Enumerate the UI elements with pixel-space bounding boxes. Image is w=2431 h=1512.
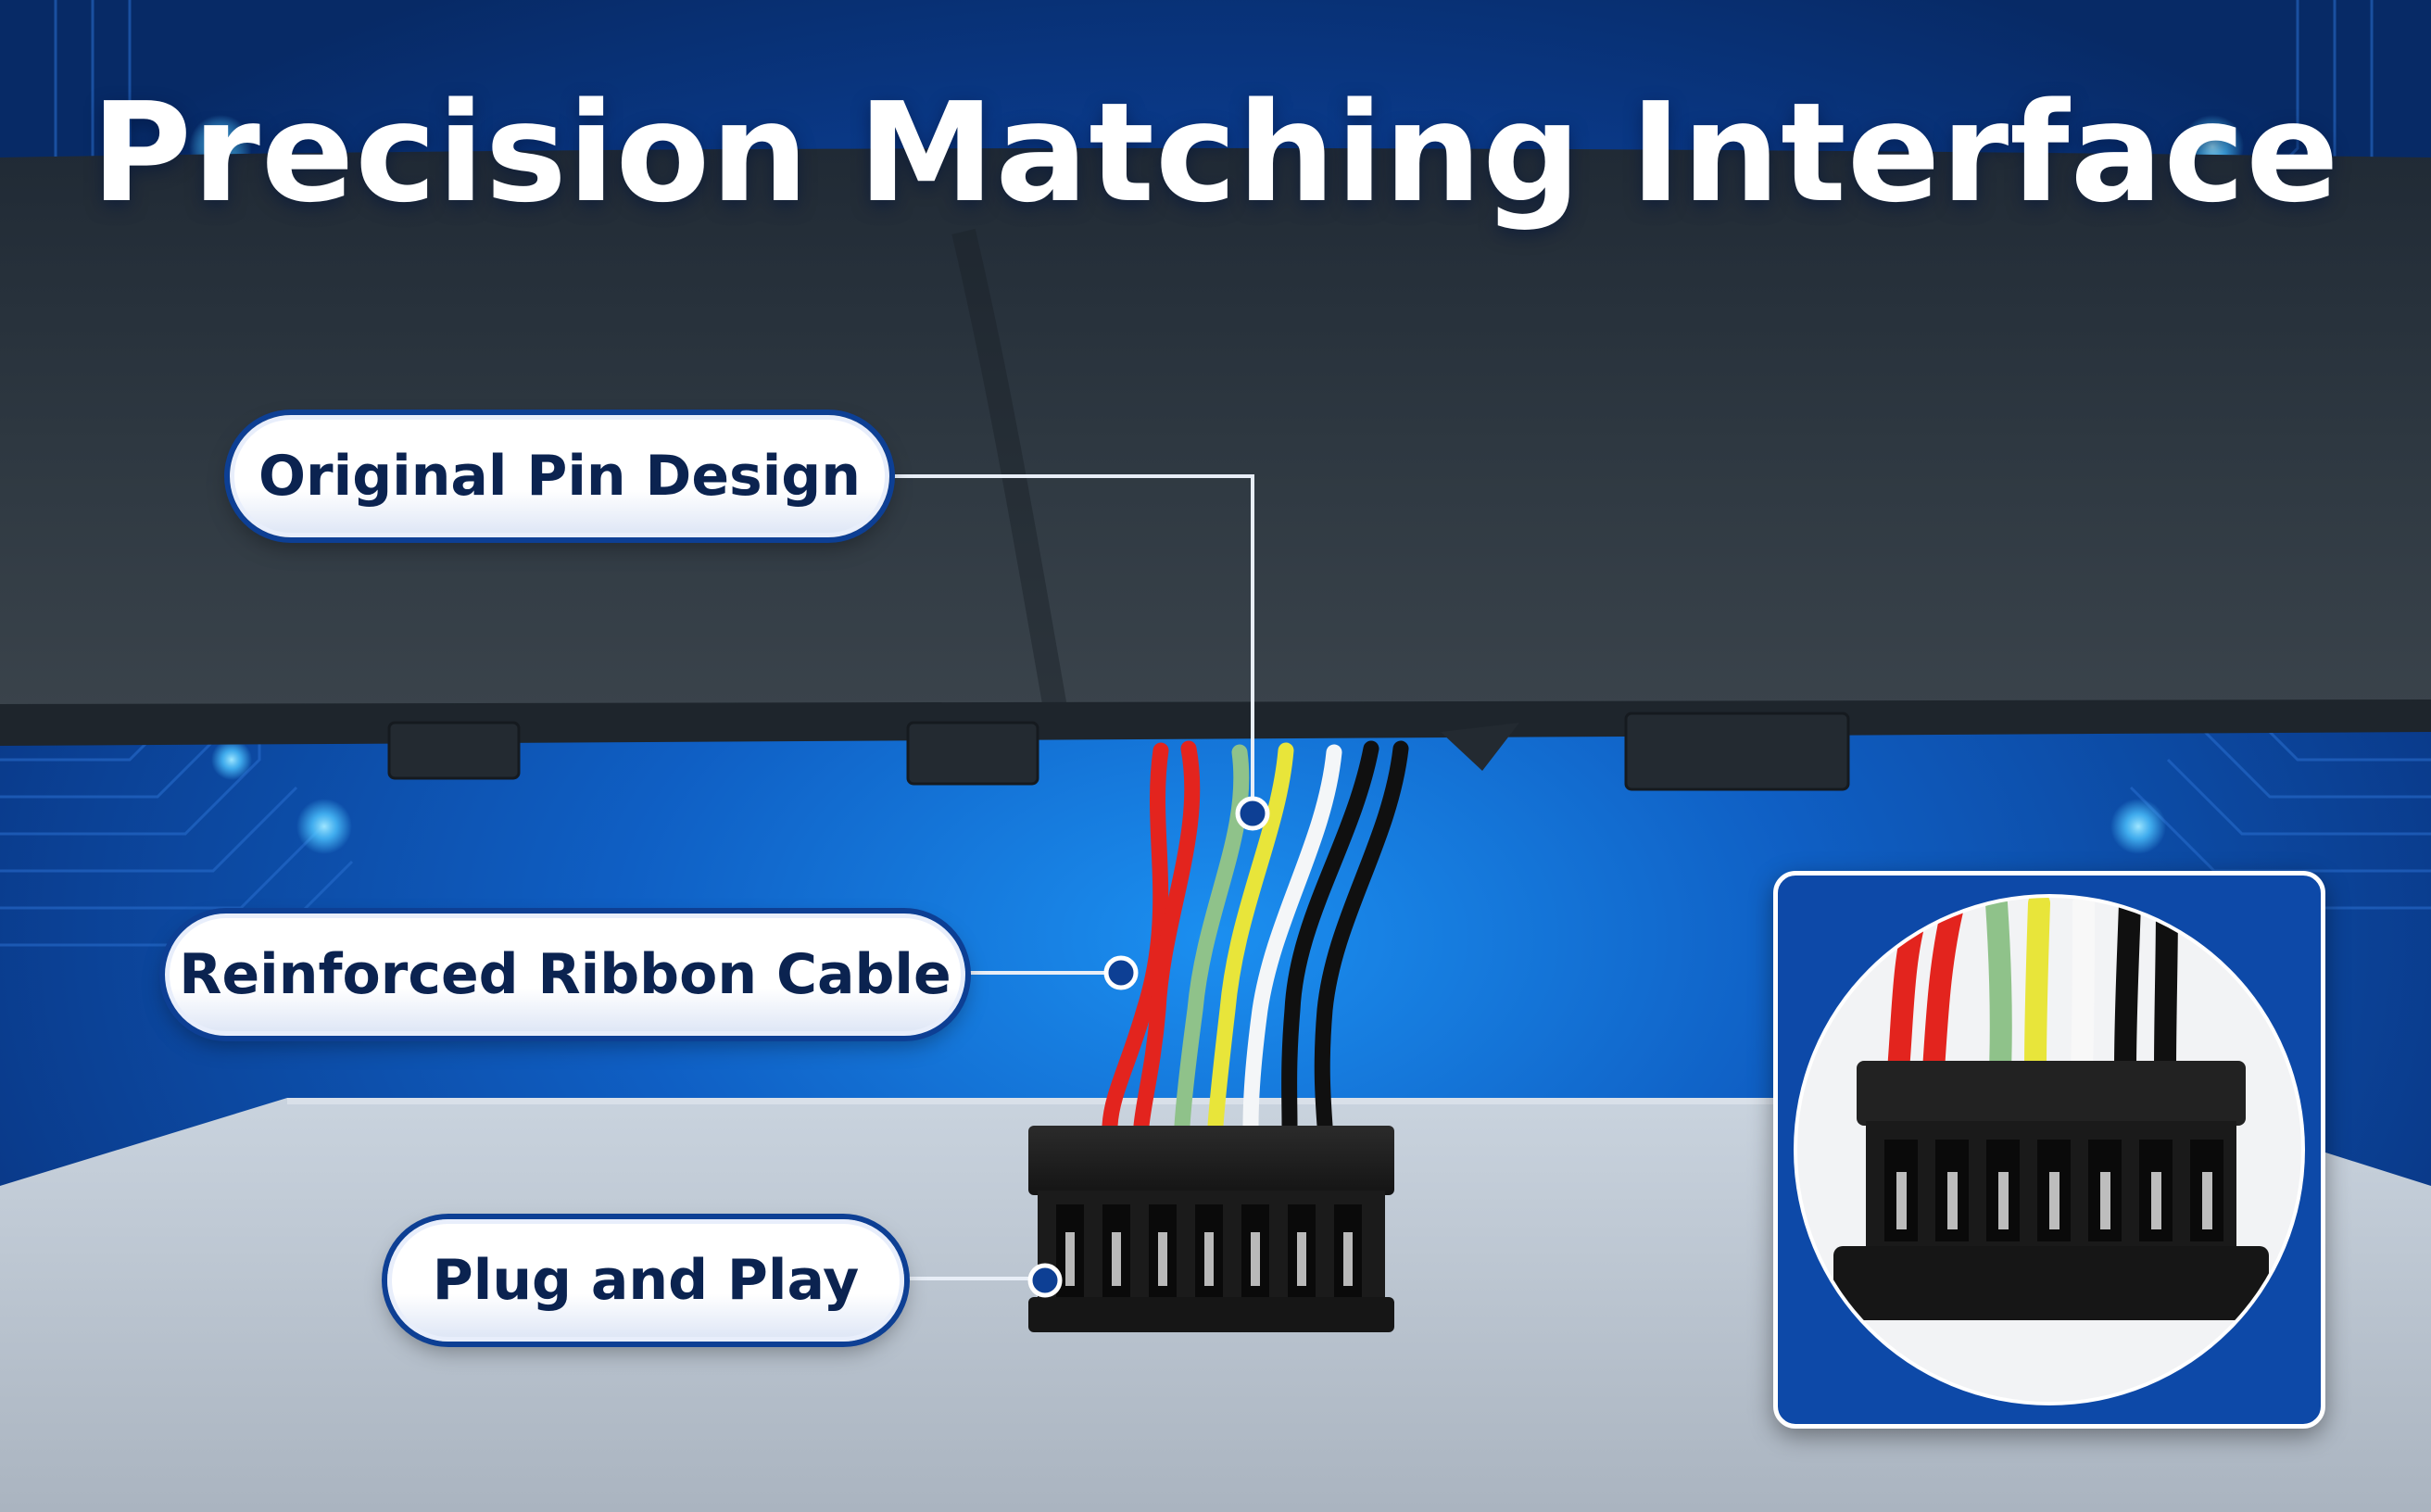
wire-black-1 <box>1281 740 1379 1134</box>
connector-zoom-inset <box>1773 871 2325 1429</box>
wire-yellow <box>1207 742 1294 1134</box>
callout-label: Original Pin Design <box>258 444 861 509</box>
callout-original-pin-design: Original Pin Design <box>230 415 889 537</box>
callout-dots <box>1027 796 1270 1298</box>
callout-lines <box>889 474 1254 1280</box>
callout-label: Reinforced Ribbon Cable <box>179 942 951 1007</box>
zoom-illustration <box>1794 894 2305 1405</box>
page-title: Precision Matching Interface <box>91 73 2340 233</box>
callout-reinforced-ribbon-cable: Reinforced Ribbon Cable <box>165 914 965 1036</box>
wire-red-1 <box>1102 742 1169 1134</box>
battery-pack <box>0 147 2431 732</box>
callout-plug-and-play: Plug and Play <box>387 1219 904 1342</box>
wire-black-2 <box>1314 740 1409 1134</box>
battery-clips <box>387 712 1850 791</box>
wire-red-2 <box>1133 740 1201 1134</box>
cable-wires <box>1102 740 1409 1134</box>
callout-label: Plug and Play <box>432 1248 860 1313</box>
connector-plug <box>1028 1126 1394 1332</box>
wire-white <box>1242 744 1342 1134</box>
